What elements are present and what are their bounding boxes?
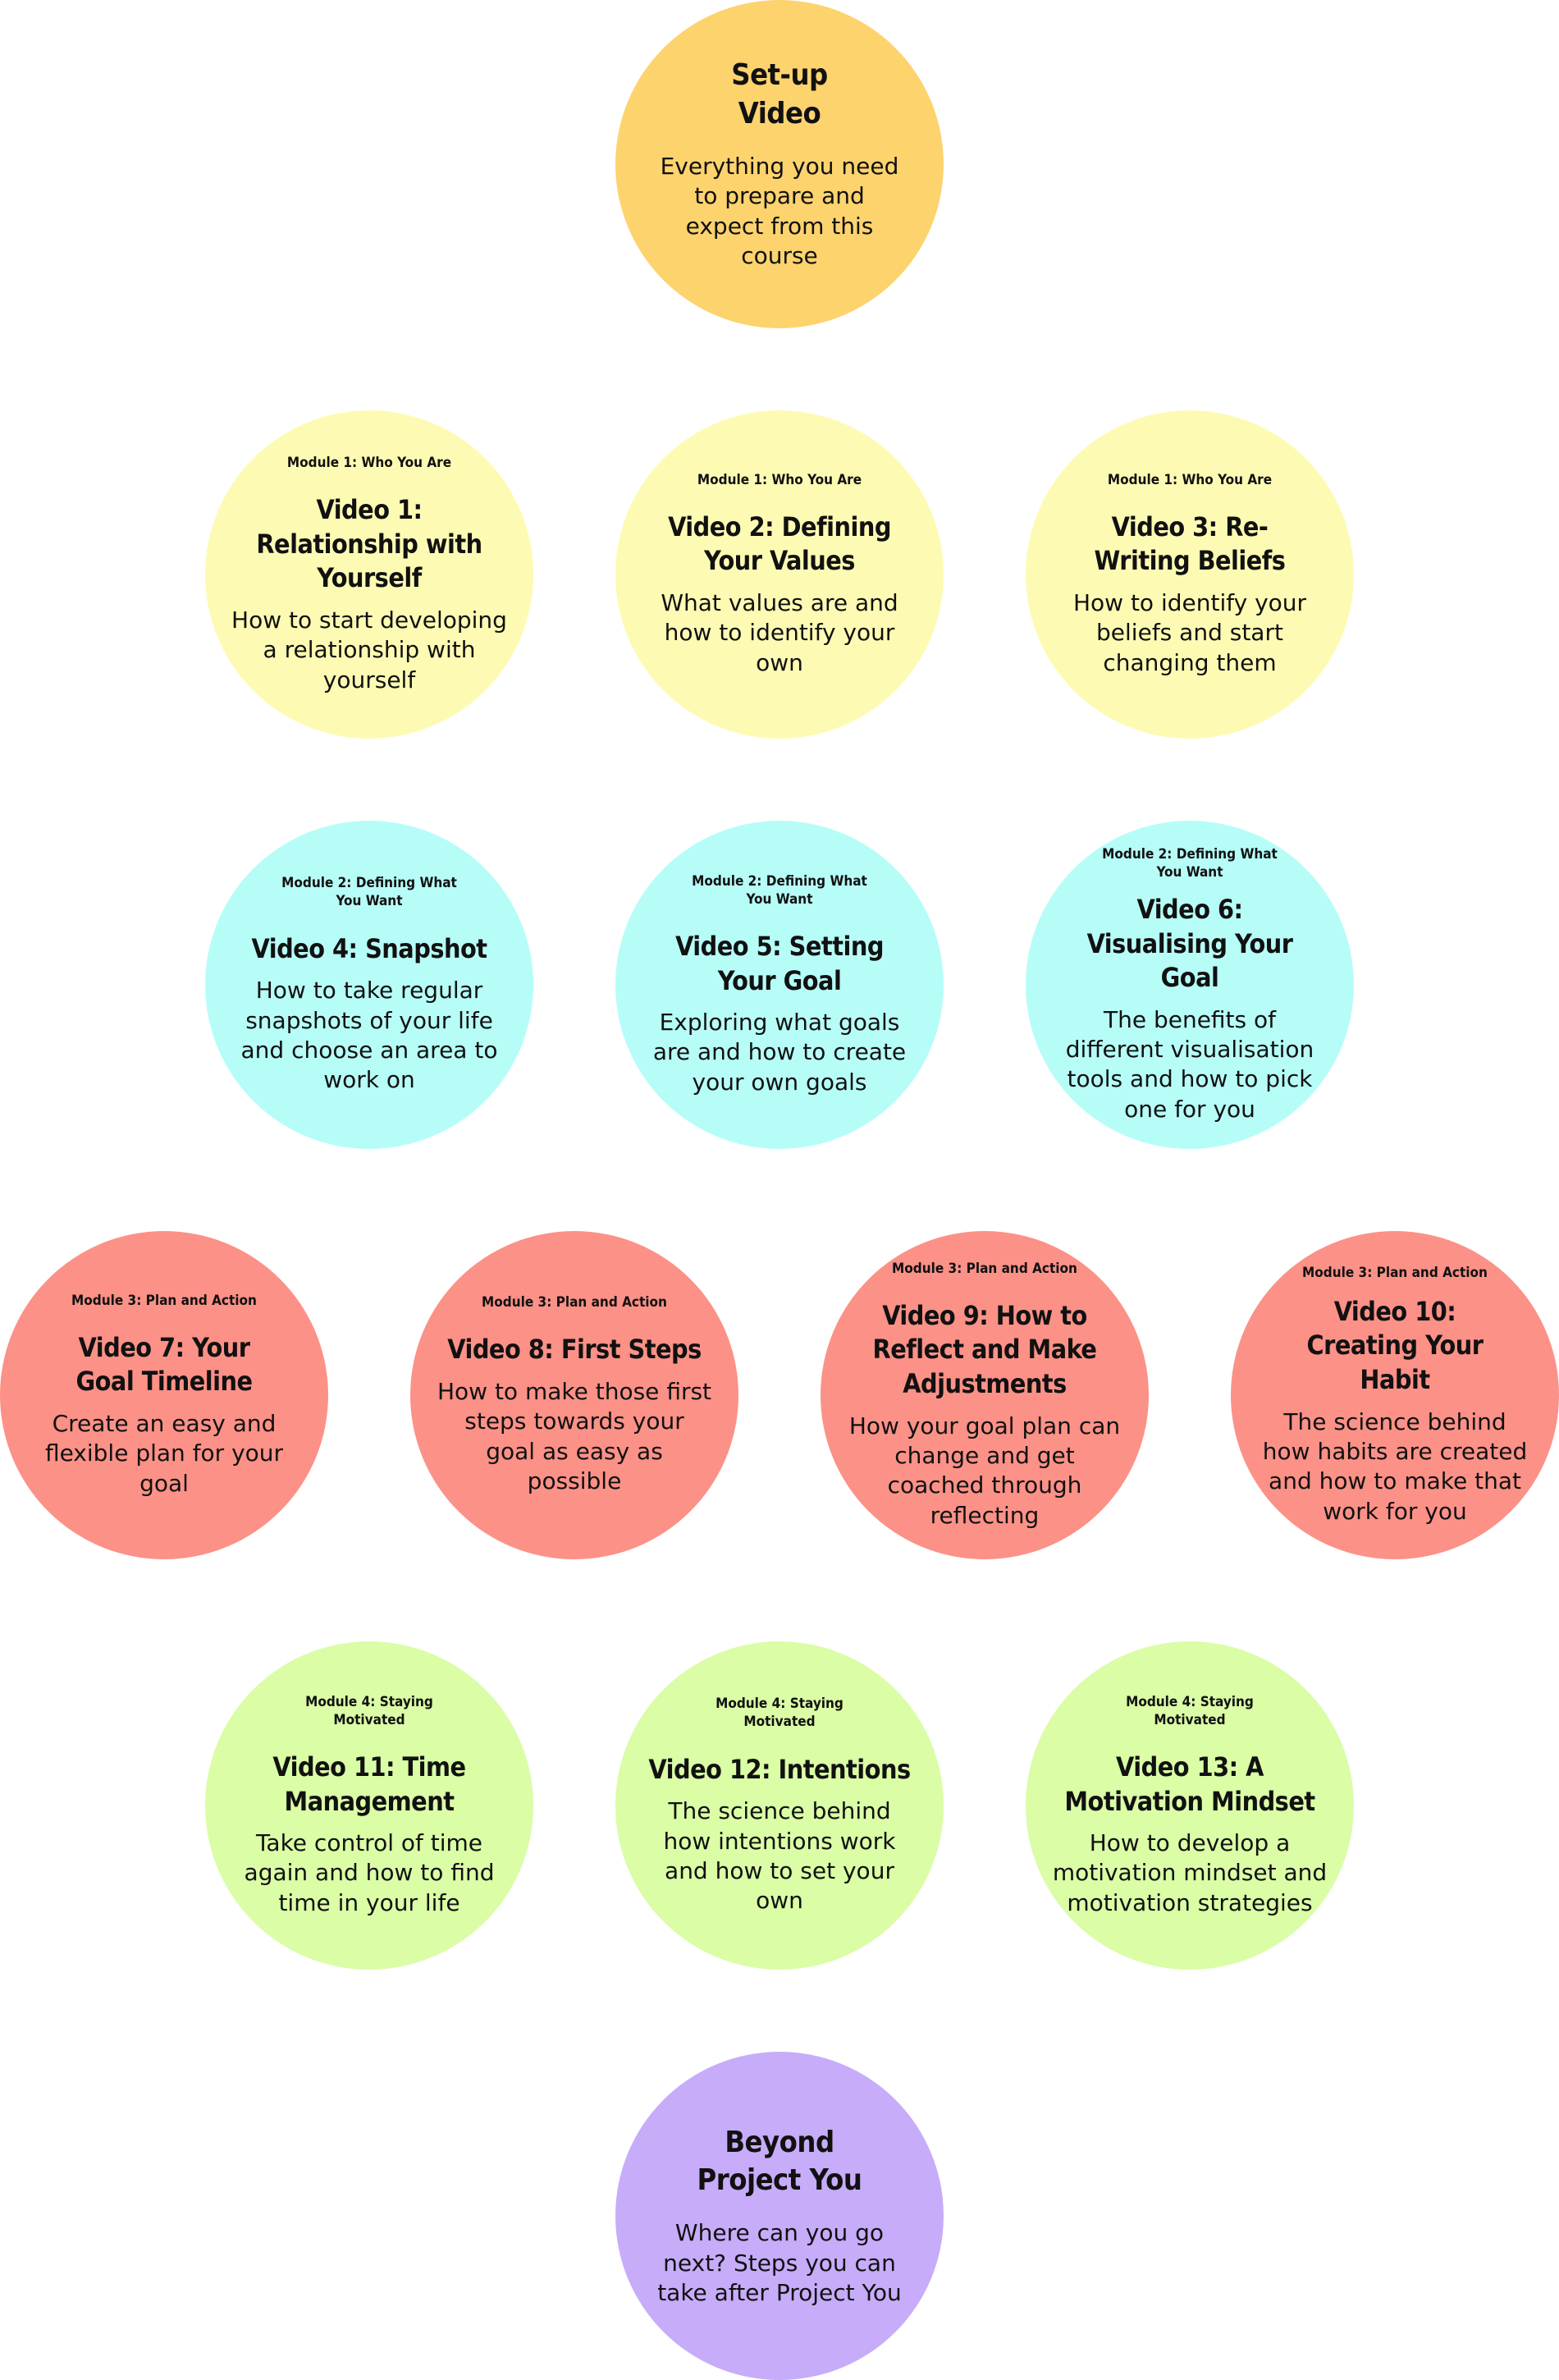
video-title: Video 1: Relationship with Yourself <box>256 494 482 594</box>
setup-video-desc: Everything you need to prepare and expec… <box>660 153 899 270</box>
module-label: Module 3: Plan and Action <box>1302 1264 1488 1281</box>
module-label: Module 2: Defining What You Want <box>1102 845 1278 881</box>
video-13-node: Module 4: Staying Motivated Video 13: A … <box>1026 1641 1354 1970</box>
video-10-node: Module 3: Plan and Action Video 10: Crea… <box>1231 1231 1559 1559</box>
video-8-node: Module 3: Plan and Action Video 8: First… <box>410 1231 738 1559</box>
video-5-node: Module 2: Defining What You Want Video 5… <box>615 821 944 1149</box>
module-label: Module 3: Plan and Action <box>892 1260 1077 1277</box>
video-title: Video 3: Re-Writing Beliefs <box>1094 510 1286 577</box>
video-desc: What values are and how to identify your… <box>661 589 898 676</box>
module-label: Module 4: Staying Motivated <box>305 1693 433 1728</box>
video-title: Video 2: Defining Your Values <box>668 510 891 577</box>
module-label: Module 4: Staying Motivated <box>1126 1693 1254 1728</box>
video-desc: How to start developing a relationship w… <box>231 606 507 693</box>
module-label: Module 1: Who You Are <box>286 454 452 471</box>
video-title: Video 13: A Motivation Mindset <box>1064 1751 1315 1817</box>
video-title: Video 10: Creating Your Habit <box>1306 1295 1484 1396</box>
video-desc: Exploring what goals are and how to crea… <box>652 1009 907 1096</box>
video-4-node: Module 2: Defining What You Want Video 4… <box>205 821 533 1149</box>
video-title: Video 11: Time Management <box>272 1751 466 1817</box>
module-label: Module 1: Who You Are <box>697 471 862 488</box>
video-title: Video 4: Snapshot <box>251 932 487 964</box>
video-desc: The benefits of different visualisation … <box>1065 1005 1314 1123</box>
video-desc: How to develop a motivation mindset and … <box>1052 1829 1328 1916</box>
module-label: Module 1: Who You Are <box>1107 471 1273 488</box>
video-desc: Create an easy and flexible plan for you… <box>44 1410 284 1497</box>
module-label: Module 4: Staying Motivated <box>715 1696 844 1731</box>
video-title: Video 8: First Steps <box>447 1334 702 1366</box>
beyond-desc: Where can you go next? Steps you can tak… <box>657 2219 902 2306</box>
video-desc: The science behind how intentions work a… <box>663 1797 896 1915</box>
video-1-node: Module 1: Who You Are Video 1: Relations… <box>205 410 533 739</box>
video-6-node: Module 2: Defining What You Want Video 6… <box>1026 821 1354 1149</box>
module-label: Module 3: Plan and Action <box>482 1294 667 1311</box>
video-7-node: Module 3: Plan and Action Video 7: Your … <box>0 1231 328 1559</box>
video-title: Video 9: How to Reflect and Make Adjustm… <box>872 1299 1097 1400</box>
video-desc: The science behind how habits are create… <box>1262 1407 1528 1525</box>
video-desc: How to identify your beliefs and start c… <box>1072 589 1307 676</box>
module-label: Module 3: Plan and Action <box>71 1292 257 1309</box>
video-title: Video 12: Intentions <box>648 1753 911 1785</box>
video-desc: How your goal plan can change and get co… <box>848 1412 1121 1529</box>
video-11-node: Module 4: Staying Motivated Video 11: Ti… <box>205 1641 533 1970</box>
video-3-node: Module 1: Who You Are Video 3: Re-Writin… <box>1026 410 1354 739</box>
video-desc: How to make those first steps towards yo… <box>437 1378 712 1495</box>
video-title: Video 7: Your Goal Timeline <box>75 1331 253 1398</box>
video-title: Video 6: Visualising Your Goal <box>1086 893 1293 994</box>
video-desc: Take control of time again and how to fi… <box>244 1829 495 1916</box>
video-2-node: Module 1: Who You Are Video 2: Defining … <box>615 410 944 739</box>
video-9-node: Module 3: Plan and Action Video 9: How t… <box>821 1231 1149 1559</box>
module-label: Module 2: Defining What You Want <box>692 872 867 908</box>
video-desc: How to take regular snapshots of your li… <box>240 977 498 1094</box>
video-12-node: Module 4: Staying Motivated Video 12: In… <box>615 1641 944 1970</box>
video-title: Video 5: Setting Your Goal <box>675 930 884 996</box>
module-label: Module 2: Defining What You Want <box>281 875 457 910</box>
